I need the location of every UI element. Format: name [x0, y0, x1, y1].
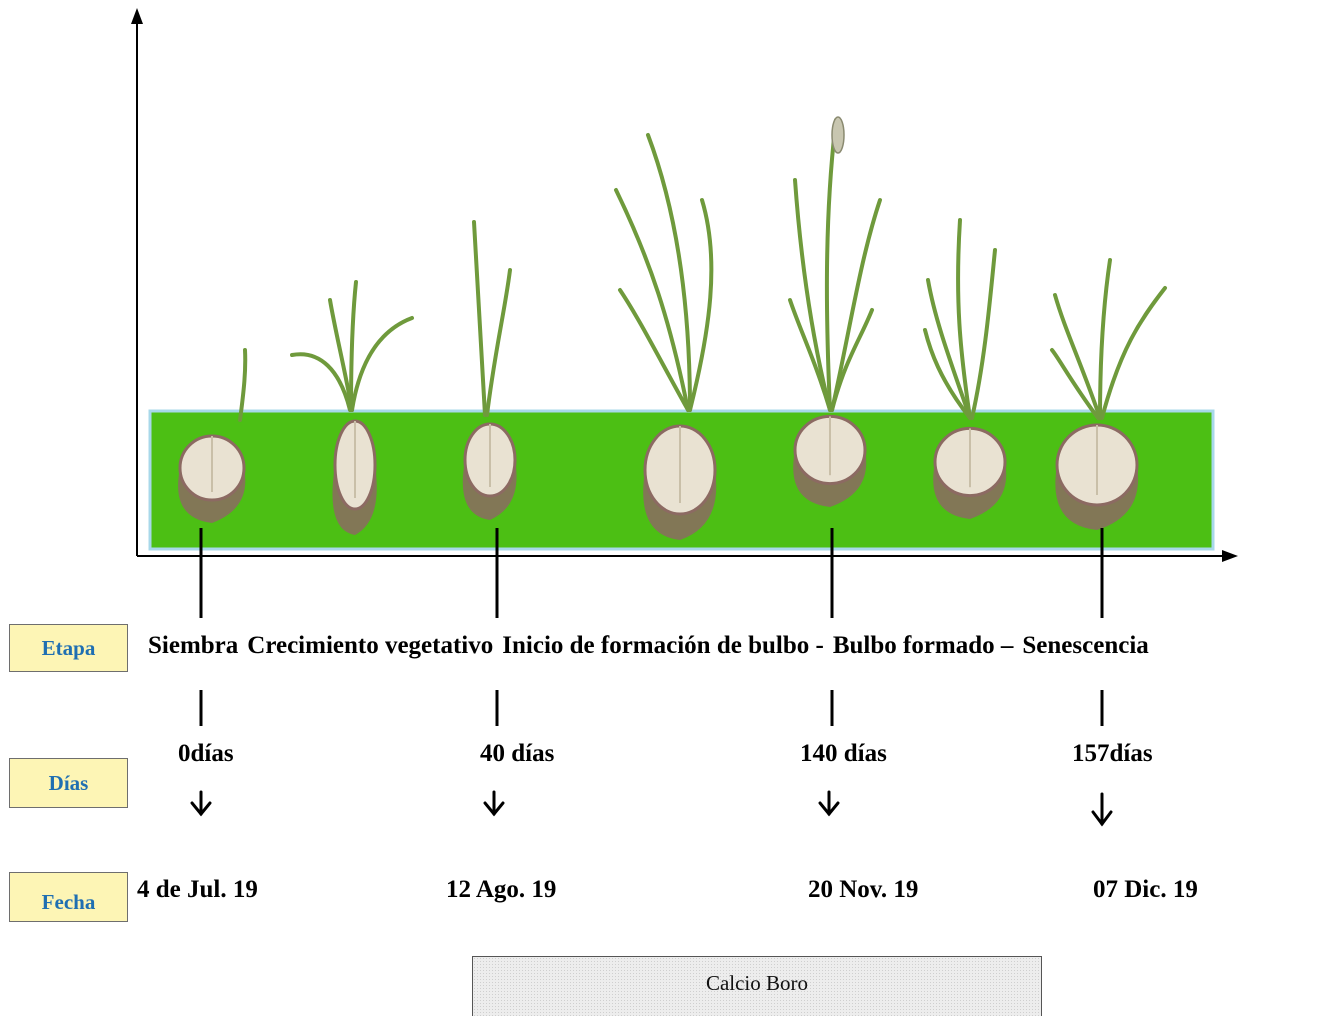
leaf — [1052, 350, 1098, 418]
date-value: 12 Ago. 19 — [446, 876, 556, 904]
down-arrow-icon — [485, 792, 503, 814]
day-value: 0días — [178, 740, 234, 768]
leaf — [474, 222, 485, 415]
leaf — [330, 300, 352, 410]
stage-row-label-text: Etapa — [42, 636, 96, 661]
leaf — [487, 270, 510, 415]
leaf — [690, 200, 711, 410]
leaf — [795, 180, 830, 410]
down-arrow-icon — [820, 792, 838, 814]
leaf — [972, 250, 995, 418]
stage-name: Inicio de formación de bulbo - — [502, 632, 824, 659]
leaf — [1055, 295, 1100, 418]
x-axis-arrowhead — [1222, 550, 1238, 562]
leaf — [832, 310, 872, 410]
stage-name: Crecimiento vegetativo — [247, 632, 493, 659]
nutrients-box: Calcio Boro — [472, 956, 1042, 1016]
stage-row-label: Etapa — [9, 624, 128, 672]
nutrients-text: Calcio Boro — [706, 971, 808, 995]
date-value: 07 Dic. 19 — [1093, 876, 1198, 904]
days-row-label: Días — [9, 758, 128, 808]
day-value: 140 días — [800, 740, 887, 768]
leaf — [620, 290, 688, 410]
plant-bulbing-plant — [925, 220, 1006, 519]
date-row-label-text: Fecha — [42, 890, 96, 915]
down-arrow-icon — [1093, 794, 1111, 824]
seed-head — [832, 117, 844, 153]
leaf — [928, 280, 970, 418]
leaf — [352, 318, 412, 410]
stage-names: Siembra Crecimiento vegetativo Inicio de f… — [148, 632, 1158, 660]
date-row-label: Fecha — [9, 872, 128, 922]
plant-vegetative-plant — [463, 222, 517, 520]
day-value: 40 días — [480, 740, 554, 768]
down-arrow-icon — [192, 792, 210, 814]
leaf — [648, 135, 690, 410]
leaf — [827, 120, 836, 410]
days-row-label-text: Días — [49, 771, 89, 796]
leaf — [1102, 288, 1165, 418]
day-value: 157días — [1072, 740, 1153, 768]
stage-name: Senescencia — [1022, 632, 1148, 659]
leaf — [832, 200, 880, 410]
stage-name: Bulbo formado – — [833, 632, 1014, 659]
y-axis-arrowhead — [131, 8, 143, 24]
date-value: 4 de Jul. 19 — [137, 876, 258, 904]
stage-name: Siembra — [148, 632, 238, 659]
date-value: 20 Nov. 19 — [808, 876, 918, 904]
